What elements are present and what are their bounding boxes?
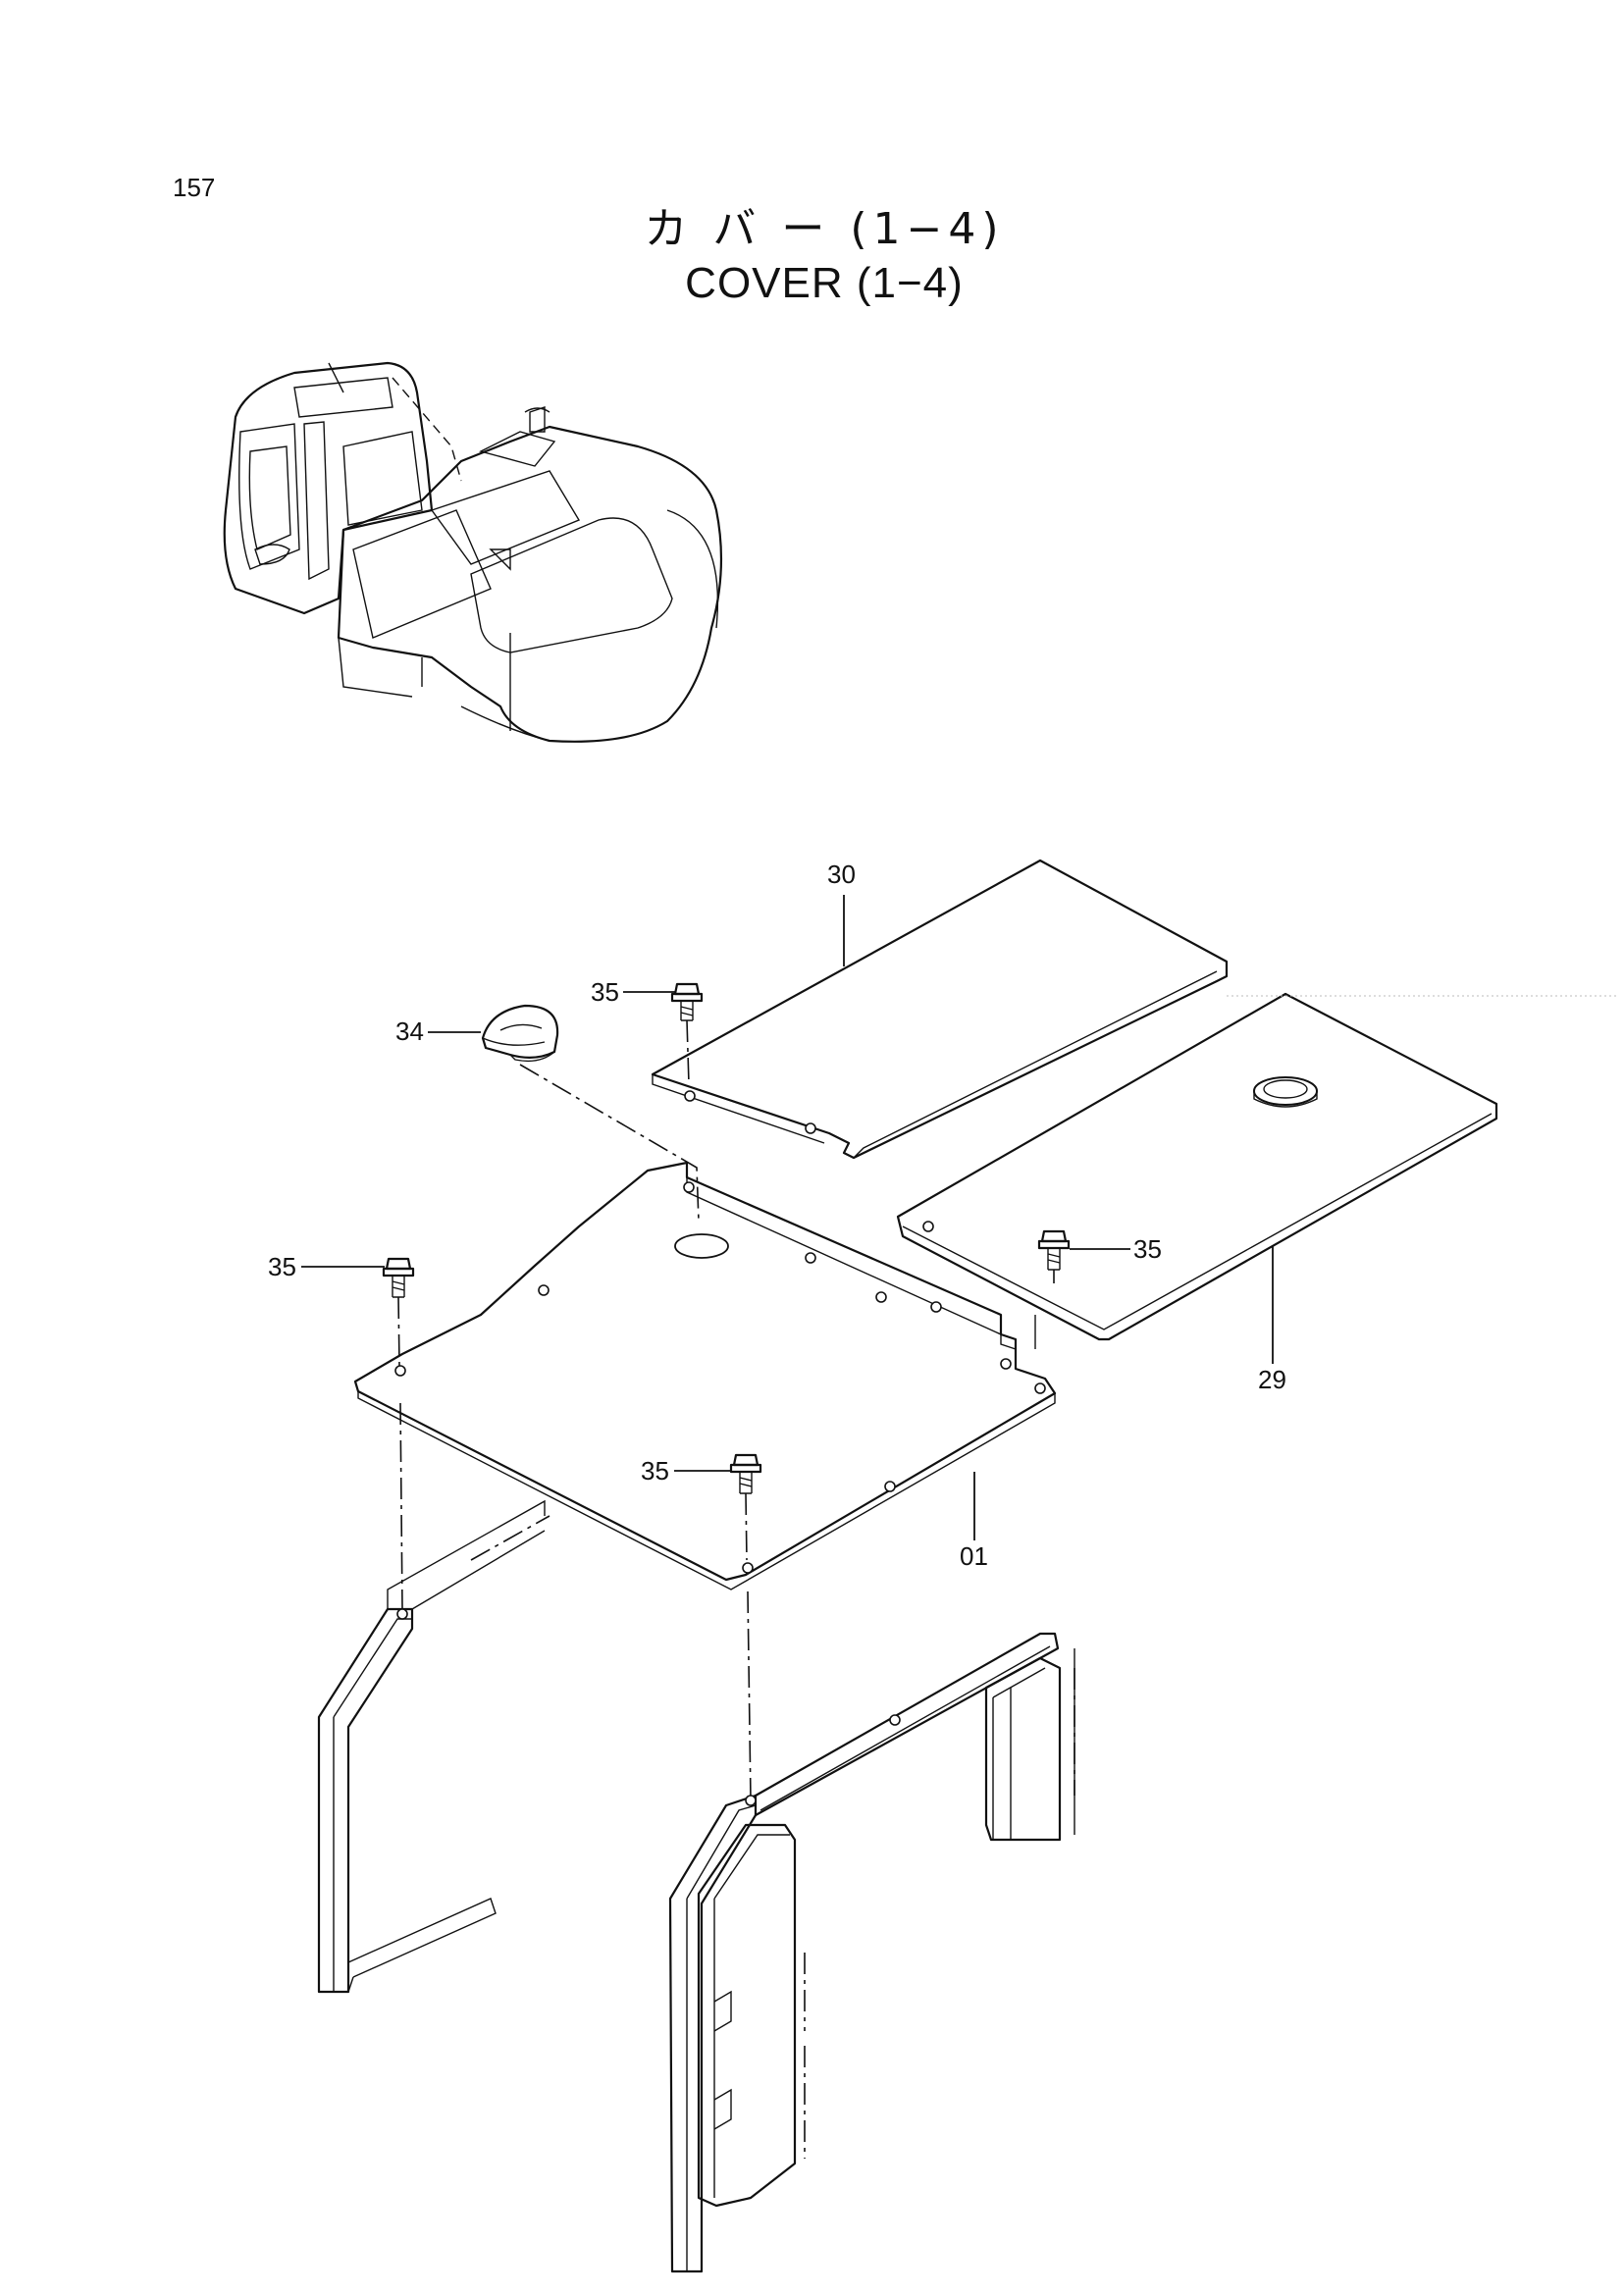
- callout-35-right: 35: [1070, 1234, 1162, 1264]
- svg-text:35: 35: [591, 977, 619, 1007]
- svg-text:35: 35: [1133, 1234, 1162, 1264]
- svg-text:34: 34: [395, 1017, 424, 1046]
- title-block: カ バ ー (1−4) COVER (1−4): [550, 202, 1099, 310]
- callout-35-left: 35: [268, 1252, 385, 1281]
- bolt-35-left: [382, 1257, 415, 1298]
- bolt-35-right: [1037, 1229, 1071, 1271]
- part-30-cover-panel: [651, 859, 1229, 1160]
- svg-text:30: 30: [827, 860, 856, 889]
- excavator-overview: [223, 361, 723, 743]
- callout-35-center: 35: [641, 1456, 732, 1486]
- assembly-lines: [397, 1019, 1055, 1801]
- svg-text:35: 35: [641, 1456, 669, 1486]
- part-01-cover-panel: [353, 1161, 1057, 1590]
- frame-structure: [317, 1499, 1075, 2273]
- title-english: COVER (1−4): [685, 259, 964, 307]
- callout-34: 34: [395, 1017, 481, 1046]
- svg-text:01: 01: [960, 1541, 988, 1571]
- bolt-35-upper: [670, 982, 704, 1021]
- callout-29: 29: [1258, 1246, 1286, 1394]
- callout-01: 01: [960, 1472, 988, 1571]
- part-29-cover-panel: [896, 992, 1498, 1341]
- callout-35-upper: 35: [591, 977, 675, 1007]
- title-japanese: カ バ ー (1−4): [644, 204, 1005, 254]
- part-34-cap: [481, 1004, 559, 1063]
- svg-text:35: 35: [268, 1252, 296, 1281]
- callout-30: 30: [827, 860, 856, 966]
- bolt-35-center: [729, 1453, 762, 1494]
- page-number: 157: [173, 173, 216, 202]
- svg-text:29: 29: [1258, 1365, 1286, 1394]
